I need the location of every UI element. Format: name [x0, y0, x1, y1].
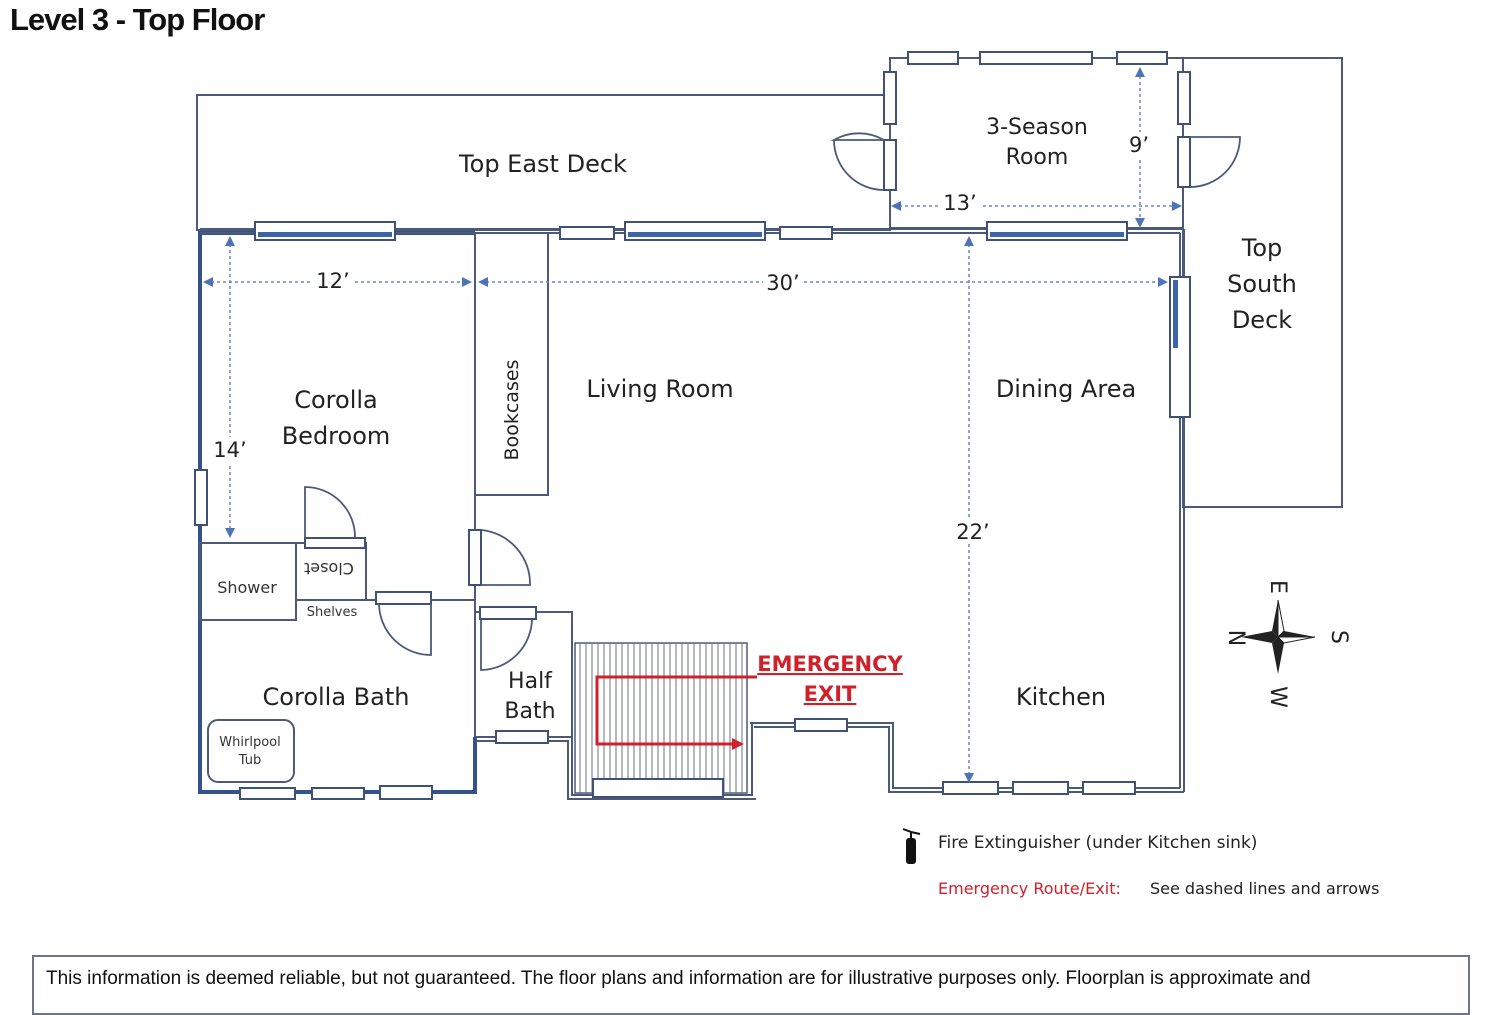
label-living-room: Living Room: [586, 375, 733, 403]
dim-season-depth: 9’: [1129, 133, 1149, 157]
label-half-bath-2: Bath: [504, 699, 555, 724]
label-dining-area: Dining Area: [996, 375, 1136, 403]
label-kitchen: Kitchen: [1016, 683, 1106, 711]
compass-e: E: [1265, 580, 1290, 594]
legend-route-desc: See dashed lines and arrows: [1150, 879, 1379, 898]
label-shower: Shower: [217, 578, 277, 597]
doors: [304, 132, 1241, 671]
legend-route-label: Emergency Route/Exit:: [938, 879, 1121, 898]
label-bookcases: Bookcases: [501, 360, 523, 461]
arrow-icon: [732, 738, 744, 750]
label-top-south-3: Deck: [1232, 306, 1292, 334]
label-top-east-deck: Top East Deck: [458, 150, 627, 178]
compass-s: S: [1326, 630, 1351, 644]
floor-plan: 12’ 30’ 14’ 22’ 13’ 9’ Top East Deck 3-S…: [194, 51, 1379, 898]
house-walls: [198, 228, 1185, 800]
label-whirlpool-2: Tub: [238, 753, 261, 768]
dim-bedroom-depth: 14’: [213, 438, 246, 462]
fire-extinguisher-icon: [902, 828, 921, 864]
label-corolla-bedroom-2: Bedroom: [282, 422, 391, 450]
label-whirlpool-1: Whirlpool: [219, 735, 280, 750]
label-top-south-2: South: [1227, 270, 1297, 298]
label-corolla-bedroom-1: Corolla: [294, 386, 378, 414]
dim-house-width: 30’: [766, 271, 799, 295]
emergency-route: [595, 675, 757, 750]
label-three-season-1: 3-Season: [986, 115, 1088, 140]
dim-kitchen-depth: 22’: [956, 520, 989, 544]
windows: [194, 51, 1191, 800]
emergency-label-1: EMERGENCY: [757, 652, 903, 676]
page-title: Level 3 - Top Floor: [10, 2, 265, 37]
label-three-season-2: Room: [1006, 145, 1069, 170]
compass-rose-icon: [1241, 599, 1316, 674]
compass-w: W: [1265, 686, 1290, 708]
label-half-bath-1: Half: [508, 669, 553, 694]
legend-fire-extinguisher: Fire Extinguisher (under Kitchen sink): [938, 833, 1257, 853]
compass-n: N: [1223, 630, 1248, 646]
label-top-south-1: Top: [1241, 234, 1283, 262]
emergency-label-2: EXIT: [804, 682, 857, 706]
dimension-lines: [203, 67, 1182, 783]
label-shelves: Shelves: [307, 605, 358, 620]
label-closet: Closet: [304, 559, 354, 578]
staircase: [574, 642, 748, 794]
disclaimer: This information is deemed reliable, but…: [32, 955, 1470, 1015]
dim-season-width: 13’: [943, 191, 976, 215]
label-corolla-bath: Corolla Bath: [263, 683, 410, 711]
dim-bedroom-width: 12’: [316, 269, 349, 293]
